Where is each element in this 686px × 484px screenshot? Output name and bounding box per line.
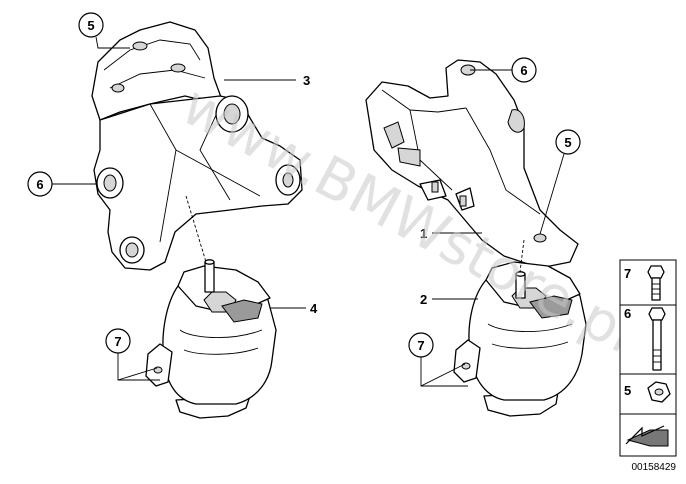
callout-2-label: 2 <box>420 292 427 307</box>
callout-1-label: 1 <box>420 226 427 241</box>
callout-7-left: 7 <box>105 328 160 381</box>
right-engine-mount <box>453 261 587 417</box>
legend-item-5: 5 <box>624 381 671 403</box>
callout-7-left-label: 7 <box>114 334 121 349</box>
callout-4-label: 4 <box>310 301 318 316</box>
right-engine-bracket <box>365 59 579 269</box>
callout-5-left-label: 5 <box>87 18 94 33</box>
callout-6-right-label: 6 <box>520 63 527 78</box>
hex-nut-icon <box>647 381 671 403</box>
legend-label-6: 6 <box>624 306 631 321</box>
callout-7-right: 7 <box>408 332 468 387</box>
callout-1: 1 <box>420 226 482 241</box>
callout-7-right-label: 7 <box>417 338 424 353</box>
document-number: 00158429 <box>632 462 677 473</box>
callout-5-right-label: 5 <box>564 135 571 150</box>
callout-3: 3 <box>224 73 310 88</box>
arrow-symbol-icon <box>625 425 669 447</box>
callout-6-left-label: 6 <box>36 177 43 192</box>
legend-item-7: 7 <box>624 265 665 301</box>
legend-item-6: 6 <box>624 306 666 371</box>
callout-6-right: 6 <box>470 57 537 83</box>
legend-label-7: 7 <box>624 266 631 281</box>
callout-3-label: 3 <box>303 73 310 88</box>
callout-4: 4 <box>270 301 318 316</box>
fastener-legend: 7 6 5 <box>619 259 677 457</box>
legend-label-5: 5 <box>624 383 631 398</box>
callout-5-left: 5 <box>78 12 130 49</box>
hex-bolt-short-icon <box>647 265 665 301</box>
left-engine-mount <box>145 259 277 419</box>
callout-5-right: 5 <box>539 129 581 235</box>
callout-6-left: 6 <box>27 171 97 197</box>
callout-2: 2 <box>420 292 478 307</box>
left-engine-bracket <box>91 21 303 271</box>
hex-bolt-long-icon <box>648 307 666 371</box>
